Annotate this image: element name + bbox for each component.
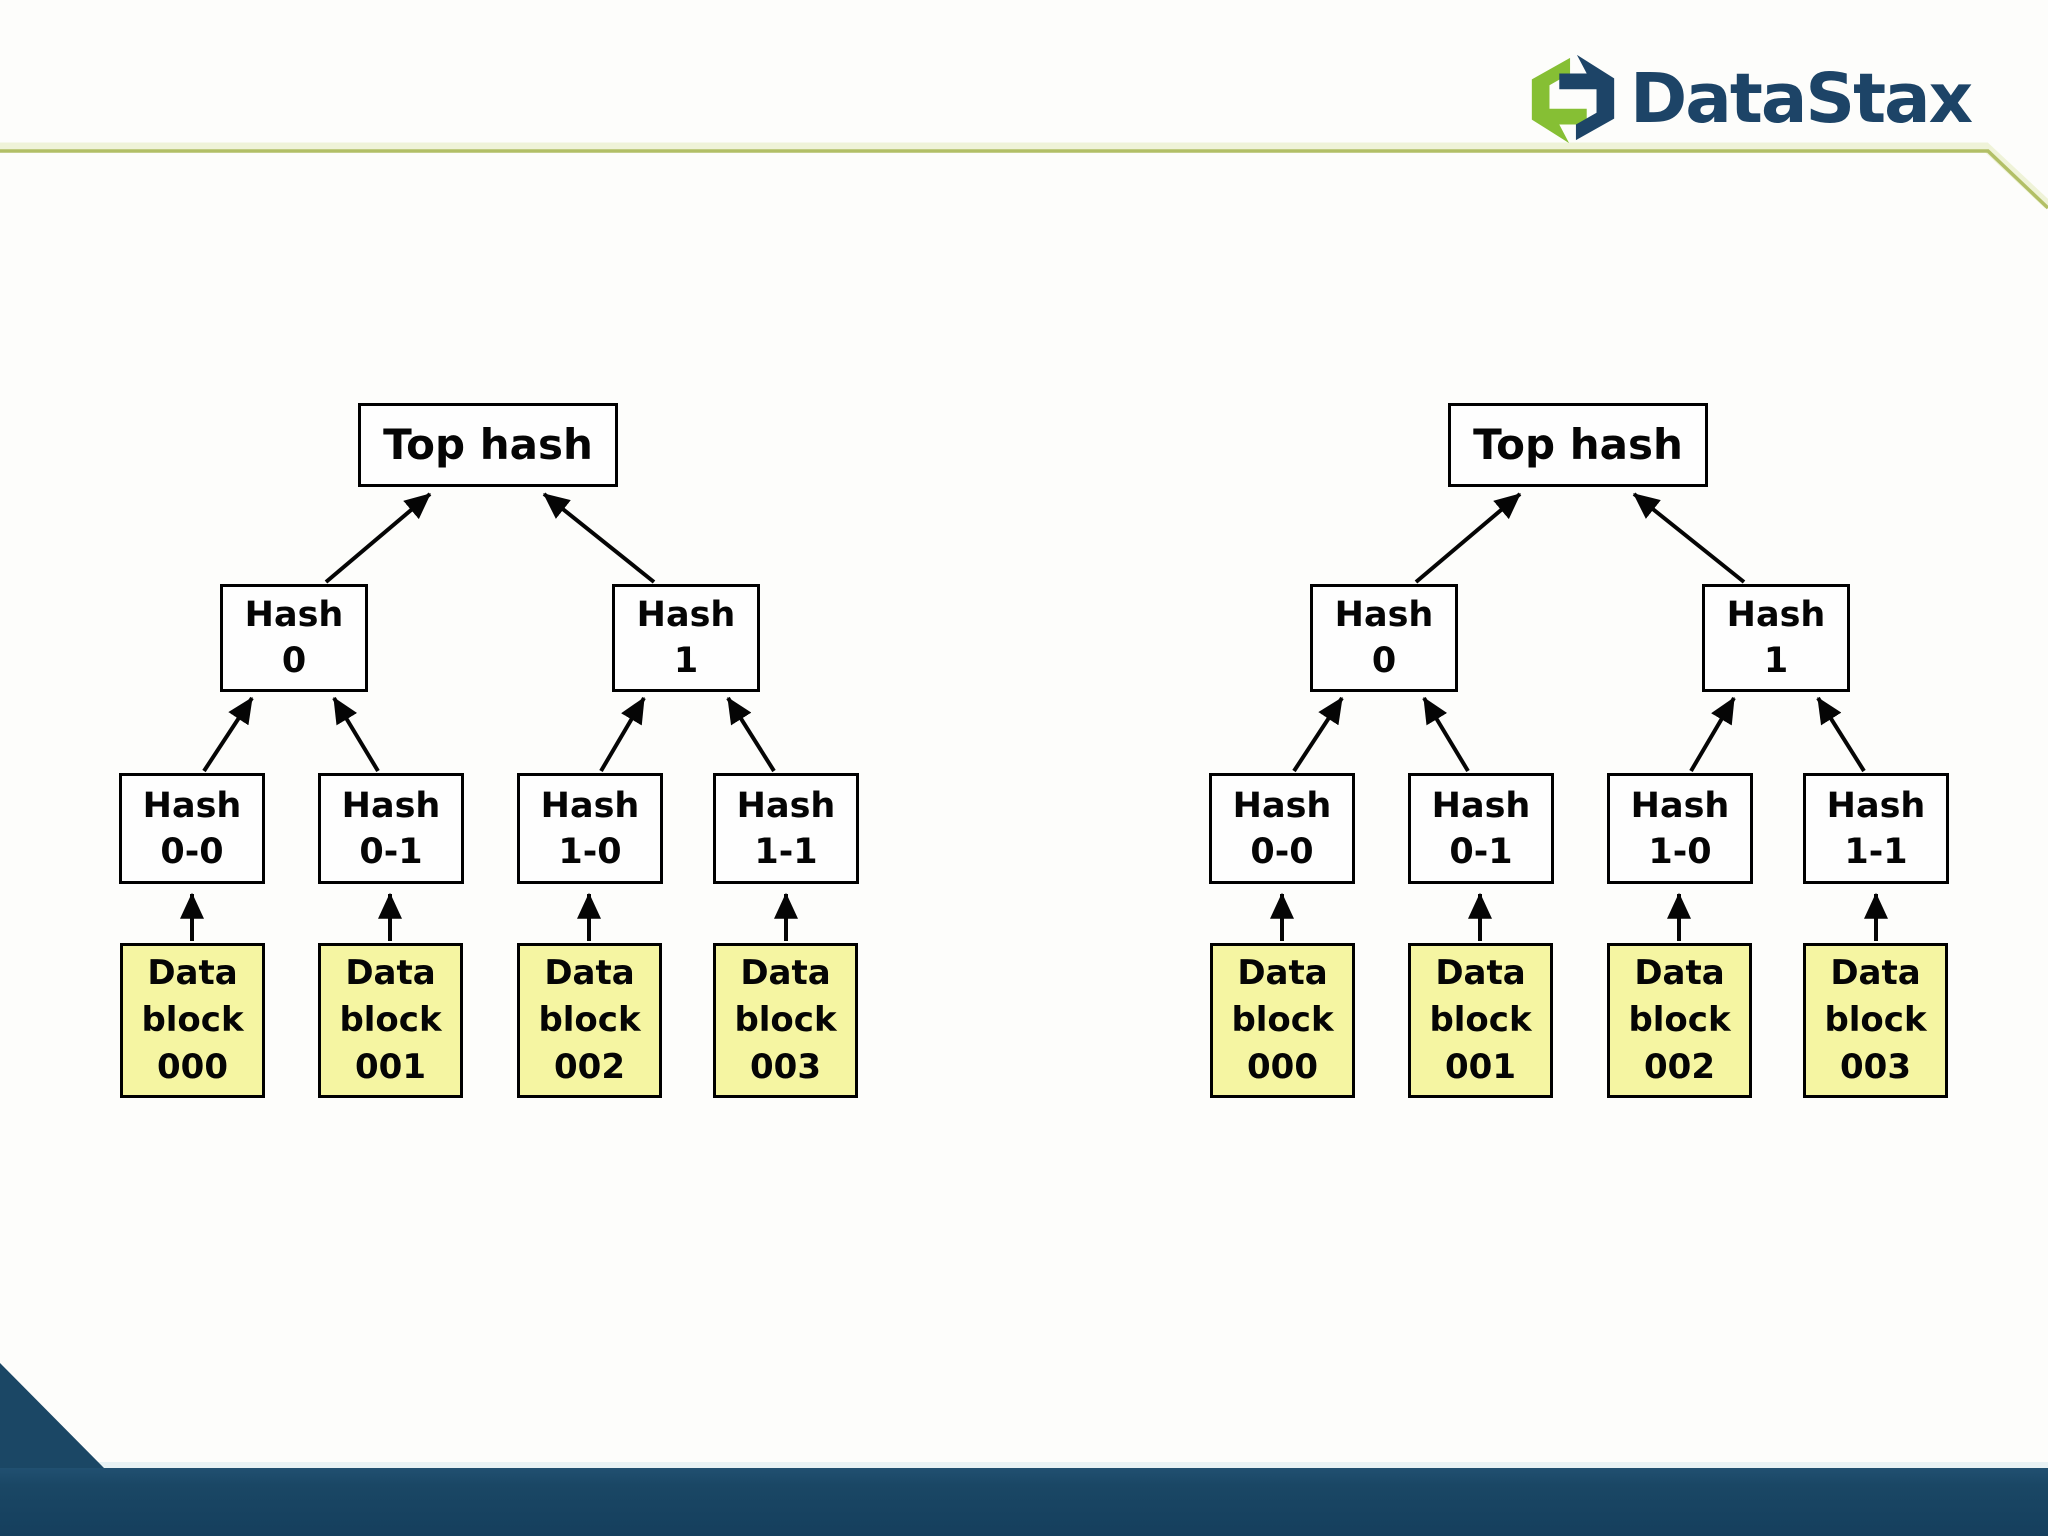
- datastax-logo: DataStax: [1524, 48, 1973, 150]
- node-hash-0-right: Hash 0: [1310, 584, 1458, 692]
- node-data-block-003-right: Data block 003: [1803, 943, 1948, 1098]
- footer-bar: [0, 1468, 2048, 1536]
- node-hash-1-0-left: Hash 1-0: [517, 773, 663, 884]
- node-data-block-001-left: Data block 001: [318, 943, 463, 1098]
- node-data-block-003-left: Data block 003: [713, 943, 858, 1098]
- node-hash-0-0-right: Hash 0-0: [1209, 773, 1355, 884]
- node-data-block-000-left: Data block 000: [120, 943, 265, 1098]
- node-hash-1-left: Hash 1: [612, 584, 760, 692]
- node-data-block-000-right: Data block 000: [1210, 943, 1355, 1098]
- node-top-hash-left: Top hash: [358, 403, 618, 487]
- node-hash-1-1-left: Hash 1-1: [713, 773, 859, 884]
- node-hash-1-1-right: Hash 1-1: [1803, 773, 1949, 884]
- node-data-block-002-right: Data block 002: [1607, 943, 1752, 1098]
- node-hash-0-1-right: Hash 0-1: [1408, 773, 1554, 884]
- node-top-hash-right: Top hash: [1448, 403, 1708, 487]
- node-hash-0-left: Hash 0: [220, 584, 368, 692]
- node-data-block-002-left: Data block 002: [517, 943, 662, 1098]
- datastax-logo-icon: [1531, 54, 1615, 144]
- header-rule: [0, 142, 2048, 210]
- footer-corner-triangle: [0, 1363, 104, 1468]
- datastax-logo-text: DataStax: [1630, 59, 1973, 139]
- node-hash-0-0-left: Hash 0-0: [119, 773, 265, 884]
- node-data-block-001-right: Data block 001: [1408, 943, 1553, 1098]
- node-hash-1-right: Hash 1: [1702, 584, 1850, 692]
- node-hash-0-1-left: Hash 0-1: [318, 773, 464, 884]
- footer-highlight-line: [0, 1462, 2048, 1468]
- node-hash-1-0-right: Hash 1-0: [1607, 773, 1753, 884]
